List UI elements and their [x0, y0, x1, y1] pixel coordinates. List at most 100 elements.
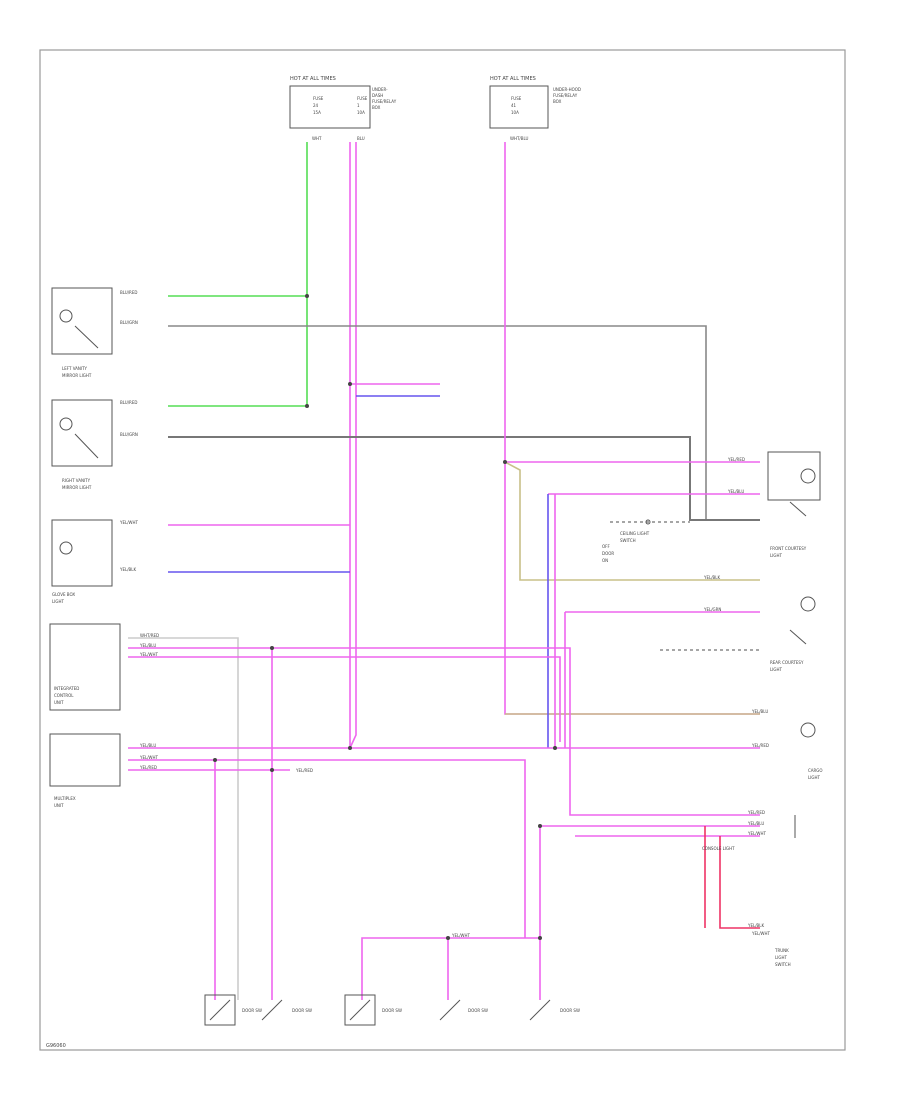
- fuse-41-rating: 10A: [511, 110, 519, 115]
- wire-pink-fuse41: [504, 142, 760, 715]
- wire-gray-lvm: [168, 325, 707, 520]
- console-wire-1: YEL/RED: [747, 810, 765, 815]
- console-wire-2: YEL/BLU: [747, 821, 764, 826]
- rvm-wire-2: BLU/GRN: [120, 432, 138, 437]
- fuse-block-b-note-3: BOX: [553, 99, 562, 104]
- fuse-1-number: 1: [357, 103, 360, 108]
- diagram-frame: [39, 49, 846, 1051]
- door-switch-3: DOOR SW: [344, 994, 402, 1026]
- wire-green-branch: [168, 296, 308, 407]
- wire-icu-2: [128, 647, 760, 816]
- fuse-block-b-note-1: UNDER-HOOD: [553, 87, 581, 92]
- fuse-block-a-note-4: BOX: [372, 105, 381, 110]
- ceiling-switch-on: ON: [602, 558, 608, 563]
- door-switch-2-label: DOOR SW: [292, 1008, 312, 1013]
- fuse-block-a-title: HOT AT ALL TIMES: [290, 76, 336, 82]
- glove-box-label-2: LIGHT: [52, 599, 65, 604]
- splices: [213, 294, 557, 940]
- gb-wire-2: YEL/BLK: [119, 567, 137, 572]
- right-vanity-mirror-light: RIGHT VANITY MIRROR LIGHT BLU/RED BLU/GR…: [51, 399, 138, 490]
- trunk-light-switch: TRUNK LIGHT SWITCH YEL/WHT: [751, 931, 791, 967]
- footer-code: G96060: [46, 1043, 66, 1049]
- rear-courtesy-label-1: REAR COURTESY: [770, 660, 804, 665]
- rear-courtesy-label-2: LIGHT: [770, 667, 783, 672]
- rear-courtesy-light: REAR COURTESY LIGHT YEL/BLK YEL/GRN: [703, 575, 816, 672]
- lvm-wire-2: BLU/GRN: [120, 320, 138, 325]
- fuse-1-rating: 10A: [357, 110, 365, 115]
- door-switch-1: DOOR SW: [204, 994, 262, 1026]
- glove-box-label-1: GLOVE BOX: [52, 592, 75, 597]
- trunk-switch-label-1: TRUNK: [774, 948, 789, 953]
- fuse-block-b: HOT AT ALL TIMES FUSE 41 10A UNDER-HOOD …: [489, 76, 581, 141]
- console-wire-4: YEL/BLK: [747, 923, 765, 928]
- key-light-wire: YEL/RED: [295, 768, 313, 773]
- rvm-wire-1: BLU/RED: [120, 400, 137, 405]
- rear-wire-2: YEL/GRN: [703, 607, 721, 612]
- wire-tan: [504, 461, 760, 581]
- wire-icu-3: [128, 656, 561, 742]
- fuse-24-label: FUSE: [313, 96, 324, 101]
- mpx-wire-1: YEL/BLU: [139, 743, 156, 748]
- fuse-block-a-note-2: DASH: [372, 93, 383, 98]
- wire-pink-fuse1b: [349, 142, 357, 749]
- fuse-block-a-tag-left: WHT: [312, 136, 322, 141]
- door-switch-3-label: DOOR SW: [382, 1008, 402, 1013]
- trunk-switch-label-2: LIGHT: [775, 955, 788, 960]
- console-label: CONSOLE LIGHT: [702, 846, 735, 851]
- fuse-1-label: FUSE: [357, 96, 368, 101]
- door-switch-1-label: DOOR SW: [242, 1008, 262, 1013]
- fuse-block-a: HOT AT ALL TIMES FUSE 24 15A FUSE 1 10A …: [289, 76, 397, 141]
- fuse-24-rating: 15A: [313, 110, 321, 115]
- front-wire-2: YEL/BLU: [727, 489, 744, 494]
- right-vanity-label-2: MIRROR LIGHT: [62, 485, 92, 490]
- icu-label-2: CONTROL: [54, 693, 74, 698]
- front-courtesy-label-2: LIGHT: [770, 553, 783, 558]
- integrated-control-unit: INTEGRATED CONTROL UNIT WHT/RED YEL/BLU …: [49, 623, 159, 711]
- fuse-41-label: FUSE: [511, 96, 522, 101]
- trunk-wire-1: YEL/WHT: [751, 931, 771, 936]
- rear-wire-1: YEL/BLK: [703, 575, 721, 580]
- fuse-41-number: 41: [511, 103, 517, 108]
- mpx-wire-2: YEL/WHT: [139, 755, 159, 760]
- console-light: CONSOLE LIGHT YEL/RED YEL/BLU YEL/WHT YE…: [702, 810, 796, 928]
- cargo-light: CARGO LIGHT YEL/BLU YEL/RED: [751, 709, 823, 780]
- fuse-block-a-note-3: FUSE/RELAY: [372, 99, 397, 104]
- wire-icu-1: [128, 637, 239, 1000]
- mpx-label-2: UNIT: [54, 803, 64, 808]
- cargo-wire-2: YEL/RED: [751, 743, 769, 748]
- wire-door-bus: [361, 937, 540, 1000]
- icu-label-1: INTEGRATED: [54, 686, 79, 691]
- icu-label-3: UNIT: [54, 700, 64, 705]
- wire-mpx-2: [128, 759, 526, 938]
- cargo-wire-1: YEL/BLU: [751, 709, 768, 714]
- multiplex-unit: MULTIPLEX UNIT YEL/BLU YEL/WHT YEL/RED Y…: [49, 733, 313, 808]
- fuse-block-b-note-2: FUSE/RELAY: [553, 93, 578, 98]
- glove-box-light: GLOVE BOX LIGHT YEL/WHT YEL/BLK: [51, 519, 139, 604]
- door-switch-5: DOOR SW: [529, 999, 580, 1021]
- door-switch-2: DOOR SW: [261, 999, 312, 1021]
- wires: [128, 142, 760, 1000]
- door-bus-wire: YEL/WHT: [451, 933, 471, 938]
- cargo-label-1: CARGO: [808, 768, 823, 773]
- left-vanity-label-1: LEFT VANITY: [62, 366, 88, 371]
- ceiling-switch-label-1: CEILING LIGHT: [620, 531, 650, 536]
- door-switch-4: DOOR SW: [439, 999, 488, 1021]
- icu-wire-3: YEL/WHT: [139, 652, 159, 657]
- wire-console-3: [719, 836, 760, 929]
- gb-wire-1: YEL/WHT: [119, 520, 139, 525]
- fuse-24-number: 24: [313, 103, 319, 108]
- left-vanity-mirror-light: LEFT VANITY MIRROR LIGHT BLU/RED BLU/GRN: [51, 287, 138, 378]
- ceiling-switch-off: OFF: [602, 544, 610, 549]
- fuse-block-a-tag-right: BLU: [357, 136, 365, 141]
- console-wire-3: YEL/WHT: [747, 831, 767, 836]
- icu-wire-2: YEL/BLU: [139, 643, 156, 648]
- ceiling-switch-label-2: SWITCH: [620, 538, 636, 543]
- front-wire-1: YEL/RED: [727, 457, 745, 462]
- left-vanity-label-2: MIRROR LIGHT: [62, 373, 92, 378]
- door-switch-4-label: DOOR SW: [468, 1008, 488, 1013]
- mpx-label-1: MULTIPLEX: [54, 796, 76, 801]
- door-switch-5-label: DOOR SW: [560, 1008, 580, 1013]
- lvm-wire-1: BLU/RED: [120, 290, 137, 295]
